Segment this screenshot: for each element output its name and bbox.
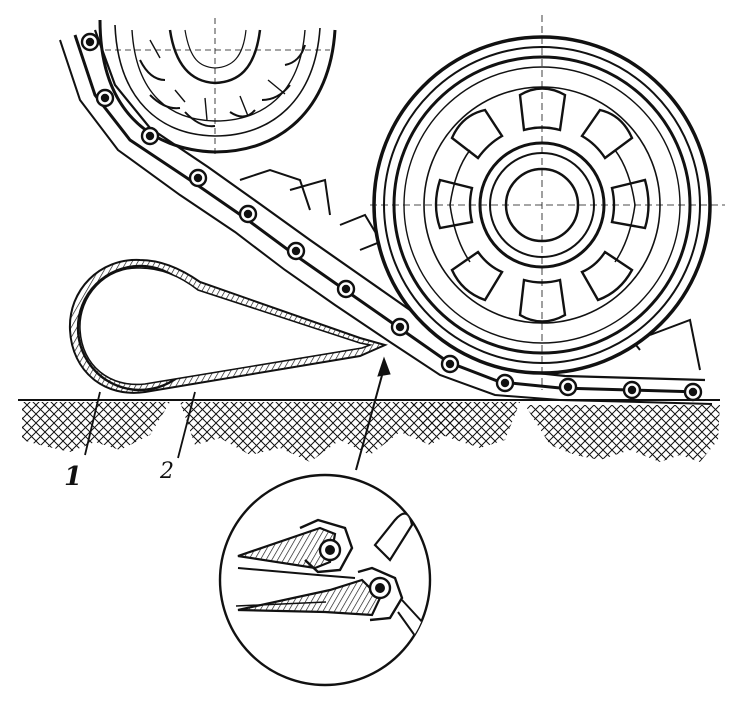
road-wheel — [370, 15, 725, 390]
detail-inset — [218, 473, 432, 687]
callout-label-2: 2 — [159, 459, 174, 484]
callout-label-1: 1 — [64, 462, 82, 492]
leader-lines — [84, 391, 196, 459]
drive-sprocket — [98, 18, 337, 155]
tow-cable — [68, 258, 388, 394]
track-pins — [80, 32, 703, 402]
ground — [18, 399, 720, 462]
detail-pointer — [355, 356, 391, 471]
